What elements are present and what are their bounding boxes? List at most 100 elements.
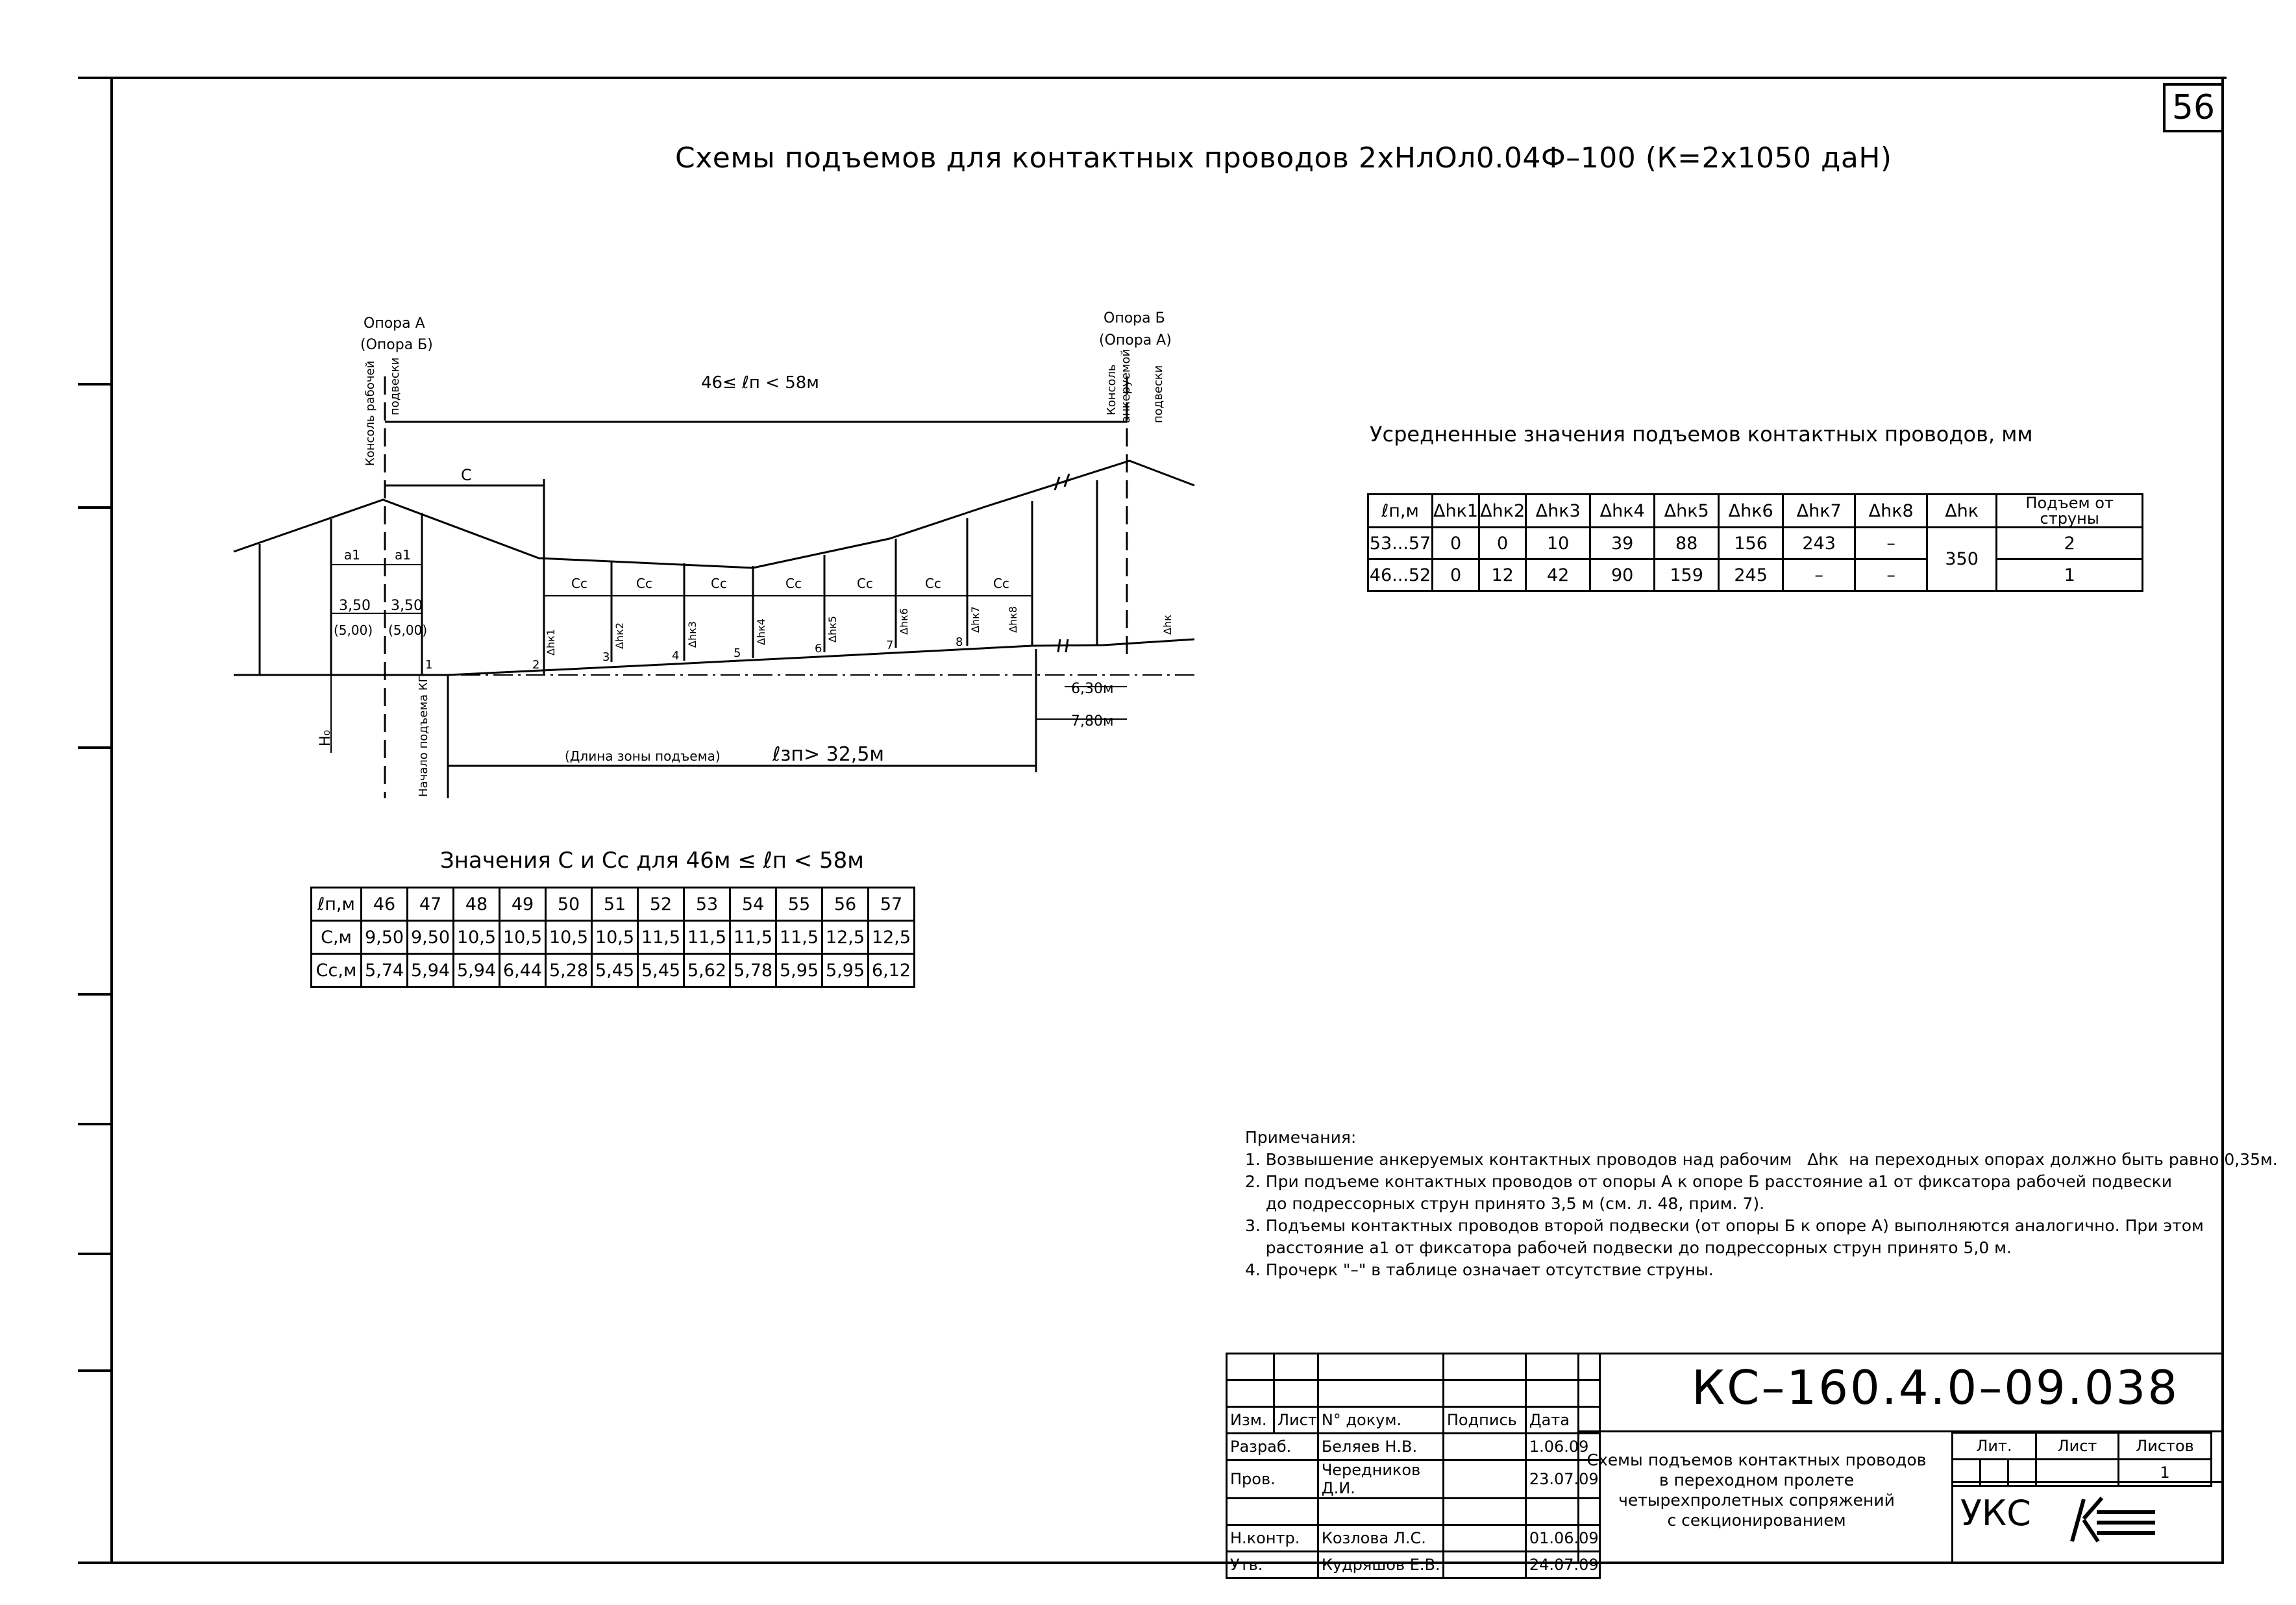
support-a-label: Опора А: [364, 315, 425, 332]
stamp-col-list: Лист: [1273, 1406, 1319, 1434]
stamp-sheets-value: 1: [2117, 1458, 2212, 1487]
point-number: 3: [602, 650, 610, 664]
lift-scheme-diagram: Опора А (Опора Б) Опора Б (Опора А) 46≤ …: [233, 310, 1195, 798]
margin-tick: [78, 1123, 110, 1125]
table-cell: 12,5: [867, 920, 915, 955]
cc-label: Сс: [925, 576, 941, 591]
table-cell: 0: [1431, 558, 1481, 592]
table-cell: 5,94: [452, 953, 500, 988]
table-cell: 0: [1478, 526, 1527, 560]
table-cell: 5,74: [360, 953, 408, 988]
h500-right: (5,00): [388, 622, 427, 638]
table-cell: –: [1782, 558, 1857, 592]
document-code: КС–160.4.0–09.038: [1692, 1360, 2180, 1415]
table-cell: –: [1854, 558, 1929, 592]
table-cell: 88: [1653, 526, 1720, 560]
table-cell: Δhк7: [1782, 493, 1857, 528]
dim-780: 7,80м: [1071, 713, 1114, 729]
organization-logo: [2070, 1497, 2155, 1543]
stamp-col-date: Дата: [1524, 1406, 1601, 1434]
note-1: 1. Возвышение анкеруемых контактных пров…: [1245, 1150, 2278, 1169]
working-console-label: Консоль рабочей: [364, 361, 377, 466]
dh-label: Δhк5: [826, 616, 839, 643]
table-cell: 54: [729, 887, 777, 922]
point-number: 8: [956, 635, 963, 649]
note-3-cont: расстояние а1 от фиксатора рабочей подве…: [1245, 1238, 2012, 1257]
sheet-number: 56: [2163, 83, 2224, 132]
table-lift: ℓп,м Δhк1 Δhк2 Δhк3 Δhк4 Δhк5 Δhк6 Δhк7 …: [1367, 493, 2144, 592]
table-cell: 6,12: [867, 953, 915, 988]
dh-label: Δhк2: [613, 622, 626, 649]
table-cell: 243: [1782, 526, 1857, 560]
margin-tick: [78, 383, 110, 386]
table-cell: 11,5: [775, 920, 823, 955]
dh-label: Δhк4: [755, 619, 767, 645]
stamp-date: 1.06.09: [1524, 1432, 1601, 1461]
frame-right: [2221, 77, 2224, 1563]
stamp-date: 24.07.09: [1524, 1550, 1601, 1579]
note-3: 3. Подъемы контактных проводов второй по…: [1245, 1216, 2204, 1235]
page-title: Схемы подъемов для контактных проводов 2…: [675, 141, 1892, 175]
table-cell: 5,95: [775, 953, 823, 988]
point-number: 2: [532, 658, 539, 672]
frame-bottom: [78, 1562, 2224, 1564]
point-number: 7: [886, 639, 893, 652]
point-number: 4: [672, 649, 679, 663]
table-cell: 55: [775, 887, 823, 922]
table-cell: 10,5: [499, 920, 547, 955]
table-cell: 159: [1653, 558, 1720, 592]
point-number: 6: [815, 642, 822, 655]
note-2-cont: до подрессорных струн принято 3,5 м (см.…: [1245, 1194, 1765, 1213]
title-block-divider: [1951, 1430, 1953, 1562]
stamp-role: Утв.: [1226, 1550, 1319, 1579]
table-cell: 10,5: [545, 920, 593, 955]
dh-label: Δhк8: [1007, 606, 1019, 633]
table-header-row: ℓп,м 46 47 48 49 50 51 52 53 54 55 56 57: [310, 887, 915, 922]
table-cell: 12,5: [821, 920, 869, 955]
h0-label: H₀: [317, 729, 334, 746]
frame-top: [78, 77, 2227, 79]
table-cell: 90: [1589, 558, 1656, 592]
table-cell: ℓп,м: [310, 887, 362, 922]
table-cell: ℓп,м: [1367, 493, 1433, 528]
zone-length-text: (Длина зоны подъема): [565, 748, 721, 764]
lit-sheet-table: Лит. Лист Листов 1: [1951, 1432, 2212, 1487]
table-cell: 46: [360, 887, 408, 922]
cc-label: Сс: [636, 576, 652, 591]
stamp-col-izm: Изм.: [1226, 1406, 1275, 1434]
margin-tick: [78, 1253, 110, 1255]
table-c: ℓп,м 46 47 48 49 50 51 52 53 54 55 56 57…: [310, 887, 915, 988]
table-cell: 10,5: [591, 920, 639, 955]
table-cell: 156: [1718, 526, 1784, 560]
margin-tick: [78, 746, 110, 749]
table-row: С,м 9,50 9,50 10,5 10,5 10,5 10,5 11,5 1…: [310, 920, 915, 955]
anchor-console-sublabel: подвески: [1152, 365, 1165, 423]
h350-left: 3,50: [339, 598, 371, 614]
h500-left: (5,00): [334, 622, 373, 638]
table-cell: 11,5: [683, 920, 731, 955]
table-cell: 9,50: [406, 920, 454, 955]
stamp-sheet: Лист: [2035, 1432, 2119, 1460]
table-cell: Δhк2: [1478, 493, 1527, 528]
margin-tick: [78, 506, 110, 509]
table-cell: 48: [452, 887, 500, 922]
table-cell: 53...57: [1367, 526, 1433, 560]
table-cell: 11,5: [729, 920, 777, 955]
stamp-date: 23.07.09: [1524, 1459, 1601, 1499]
a1-right: a1: [395, 547, 411, 563]
cc-label: Сс: [785, 576, 802, 591]
stamp-role: Разраб.: [1226, 1432, 1319, 1461]
table-cell: Сс,м: [310, 953, 362, 988]
table-cell: 52: [637, 887, 685, 922]
table-cell: 5,28: [545, 953, 593, 988]
dh-label: Δhк7: [969, 606, 981, 633]
stamp-role: Н.контр.: [1226, 1524, 1319, 1552]
table-row: 46...52 0 12 42 90 159 245 – – 1: [1367, 558, 2144, 592]
table-header-row: ℓп,м Δhк1 Δhк2 Δhк3 Δhк4 Δhк5 Δhк6 Δhк7 …: [1367, 493, 2144, 528]
dhk-label: Δhк: [1161, 615, 1174, 635]
point-number: 5: [734, 646, 741, 660]
a1-left: a1: [344, 547, 360, 563]
organization-name: УКС: [1960, 1493, 2031, 1534]
description-line: четырехпролетных сопряжений: [1618, 1491, 1895, 1510]
table-cell: Δhк3: [1525, 493, 1592, 528]
